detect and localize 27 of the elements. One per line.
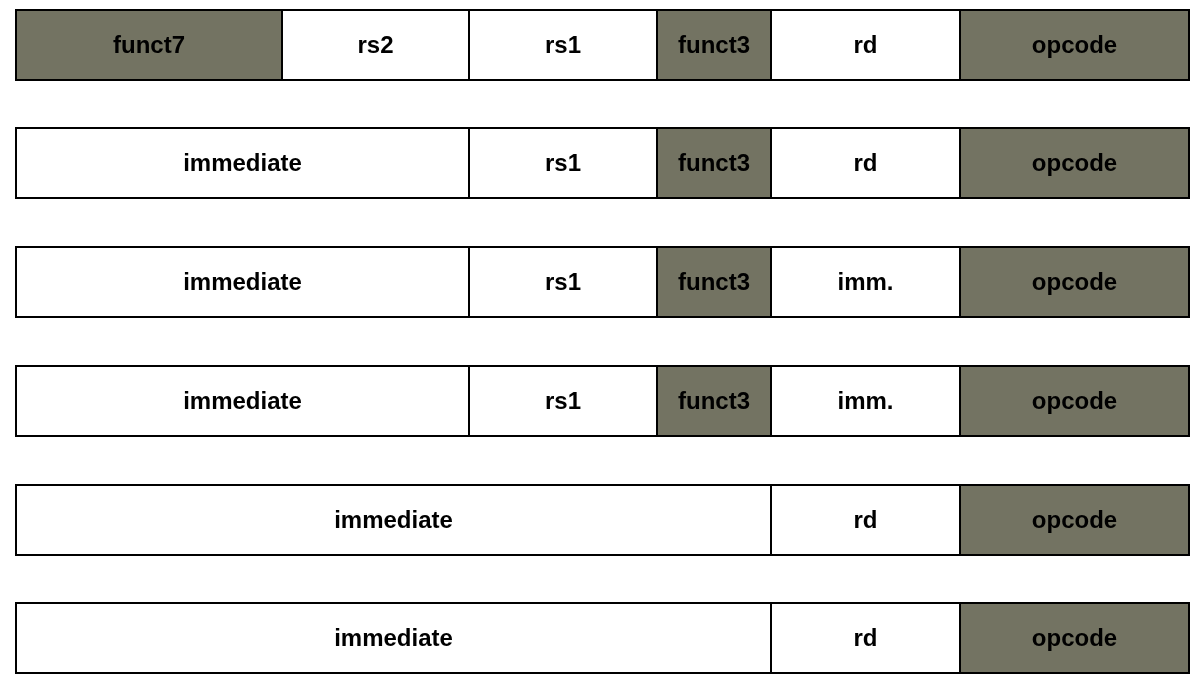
shaded-field-cell: opcode — [959, 127, 1190, 199]
field-cell: rs1 — [468, 365, 658, 437]
shaded-field-cell: opcode — [959, 365, 1190, 437]
field-cell: rd — [770, 9, 961, 81]
shaded-field-cell: opcode — [959, 9, 1190, 81]
shaded-field-cell: funct3 — [656, 9, 772, 81]
shaded-field-cell: funct3 — [656, 365, 772, 437]
field-cell: rd — [770, 127, 961, 199]
field-cell: imm. — [770, 246, 961, 318]
field-cell: immediate — [15, 365, 470, 437]
field-cell: immediate — [15, 246, 470, 318]
field-cell: rs1 — [468, 127, 658, 199]
shaded-field-cell: opcode — [959, 484, 1190, 556]
shaded-field-cell: funct7 — [15, 9, 283, 81]
shaded-field-cell: funct3 — [656, 127, 772, 199]
shaded-field-cell: opcode — [959, 246, 1190, 318]
shaded-field-cell: opcode — [959, 602, 1190, 674]
field-cell: rs1 — [468, 9, 658, 81]
field-cell: imm. — [770, 365, 961, 437]
field-cell: rs1 — [468, 246, 658, 318]
field-cell: rs2 — [281, 9, 470, 81]
field-cell: rd — [770, 484, 961, 556]
field-cell: immediate — [15, 484, 772, 556]
field-cell: rd — [770, 602, 961, 674]
shaded-field-cell: funct3 — [656, 246, 772, 318]
field-cell: immediate — [15, 127, 470, 199]
field-cell: immediate — [15, 602, 772, 674]
